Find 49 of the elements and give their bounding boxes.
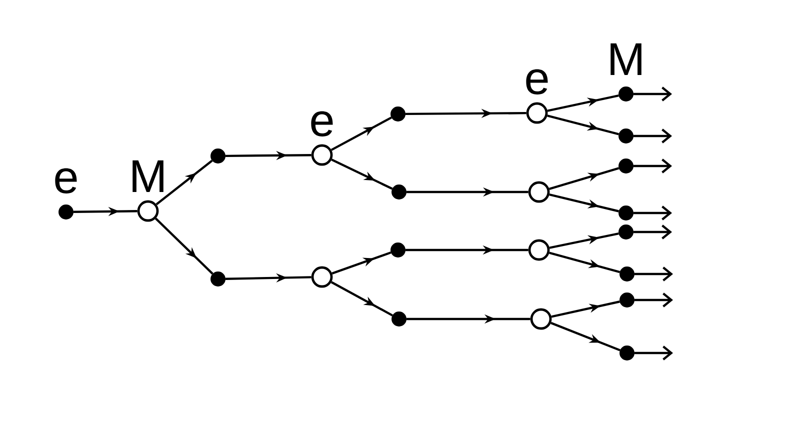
arrow [634,86,672,102]
arrow [330,116,392,151]
arrow [634,224,672,240]
filled-dot [618,86,634,102]
filled-dot [58,204,74,220]
arrow [332,251,392,274]
filled-dot [618,158,634,174]
arrow [551,300,620,318]
arrow [634,346,673,360]
arrow [549,193,619,212]
filled-dot [392,184,406,200]
node-label: M [132,160,164,192]
open-circle [137,200,159,222]
open-circle [528,239,550,261]
filled-dot [618,128,634,144]
arrow [634,266,673,282]
arrow [547,114,620,136]
filled-dot [392,312,406,326]
arrow [549,252,620,274]
open-circle [528,181,550,203]
arrow [154,218,214,275]
arrow [330,281,393,316]
open-circle [526,102,548,124]
arrow [547,94,619,112]
filled-dot [390,242,406,258]
filled-dot [210,272,226,286]
arrow [634,128,672,144]
arrow [634,292,673,308]
arrow [548,167,620,190]
arrow [549,232,619,249]
node-label: e [311,111,333,136]
filled-dot [620,346,634,360]
arrow [634,158,672,174]
filled-dot [618,206,634,220]
filled-dot [620,266,634,282]
node-label: e [526,69,548,94]
arrow [331,158,393,190]
arrow [550,322,620,352]
filled-dot [620,292,634,308]
open-circle [530,308,552,330]
arrow [156,160,213,206]
open-circle [311,266,333,288]
node-label: e [55,168,77,194]
filled-dot [390,106,406,122]
arrow [634,206,672,220]
filled-dot [210,148,226,164]
node-label: M [610,43,642,75]
open-circle [311,144,333,166]
filled-dot [618,224,634,240]
